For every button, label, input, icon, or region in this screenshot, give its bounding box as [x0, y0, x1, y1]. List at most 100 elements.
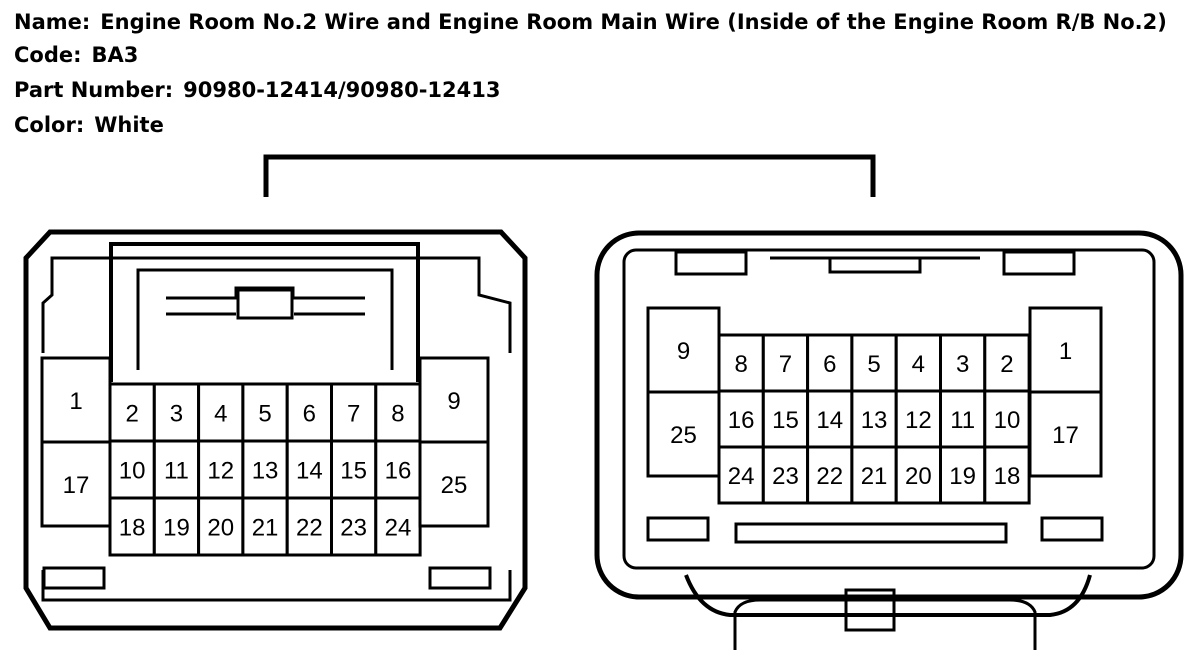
- left-pin-24-box: [374, 496, 422, 557]
- right-pin-6-box: [806, 333, 854, 393]
- left-pin-1-box: [40, 356, 112, 444]
- left-pin-16-box: [374, 439, 422, 500]
- right-top-slot-left: [674, 250, 748, 276]
- right-pin-6-label: 6: [823, 351, 836, 378]
- color-value: White: [94, 113, 164, 137]
- right-pin-22-label: 22: [816, 463, 843, 490]
- right-pin-24-label: 24: [728, 463, 755, 490]
- right-pin-4-label: 4: [912, 351, 925, 378]
- right-lock-knob: [844, 588, 896, 632]
- left-bottom-slot-left: [42, 566, 106, 590]
- right-pin-18-box: [983, 445, 1031, 505]
- right-pin-25-box: [646, 390, 721, 478]
- left-lock-tab: [166, 286, 365, 300]
- right-pin-18-label: 18: [994, 463, 1021, 490]
- right-pin-1-label: 1: [1059, 338, 1072, 365]
- left-pin-1-label: 1: [69, 388, 82, 415]
- right-housing-outline: [594, 230, 1184, 600]
- left-pin-17-box: [40, 440, 112, 528]
- left-inner-lower: [41, 570, 512, 602]
- left-pin-5-label: 5: [258, 401, 271, 428]
- right-pin-12-box: [894, 389, 943, 449]
- code-label: Code:: [14, 43, 82, 67]
- right-bottom-channel: [734, 522, 1008, 544]
- left-pin-25-label: 25: [441, 472, 468, 499]
- left-pin-23-box: [330, 496, 378, 557]
- mating-bracket: [263, 154, 876, 197]
- left-pin-10-label: 10: [119, 458, 146, 485]
- left-pin-4-label: 4: [214, 401, 227, 428]
- part-number-value: 90980-12414/90980-12413: [183, 78, 501, 102]
- code-value: BA3: [91, 43, 139, 67]
- left-pin-5-box: [241, 382, 289, 443]
- right-bottom-slot-left: [646, 516, 710, 542]
- right-pin-19-box: [939, 445, 987, 505]
- left-pin-24-label: 24: [385, 515, 412, 542]
- left-pin-23-label: 23: [340, 515, 367, 542]
- right-pin-8-label: 8: [734, 351, 747, 378]
- right-pin-7-label: 7: [779, 351, 792, 378]
- right-pin-22-box: [806, 445, 854, 505]
- left-lock-window: [236, 288, 294, 320]
- left-pin-11-box: [152, 439, 201, 500]
- left-pin-18-label: 18: [119, 515, 146, 542]
- color-label: Color:: [14, 113, 85, 137]
- part-number-label: Part Number:: [14, 78, 174, 102]
- left-housing-outline: [23, 229, 528, 631]
- part-number-line: Part Number: 90980-12414/90980-12413: [14, 78, 500, 102]
- left-pin-9-box: [418, 356, 490, 444]
- connector-name-line: Name: Engine Room No.2 Wire and Engine Ro…: [14, 10, 1167, 34]
- right-pin-13-label: 13: [861, 407, 888, 434]
- left-pin-22-label: 22: [296, 515, 323, 542]
- right-pin-17-box: [1028, 390, 1103, 478]
- left-pin-22-box: [285, 496, 334, 557]
- left-pin-14-label: 14: [296, 458, 323, 485]
- left-bottom-slot-right: [428, 566, 492, 590]
- left-pin-2-label: 2: [125, 401, 138, 428]
- left-pin-10-box: [108, 439, 156, 500]
- left-pin-14-box: [285, 439, 334, 500]
- left-pin-21-label: 21: [252, 515, 279, 542]
- right-bottom-latch-inner: [733, 598, 1037, 650]
- left-inner-outline: [41, 256, 512, 353]
- left-pin-9-label: 9: [447, 388, 460, 415]
- right-pin-9-box: [646, 306, 721, 394]
- right-pin-2-label: 2: [1000, 351, 1013, 378]
- right-pin-3-label: 3: [956, 351, 969, 378]
- right-pin-19-label: 19: [949, 463, 976, 490]
- right-pin-10-label: 10: [994, 407, 1021, 434]
- right-pin-10-box: [983, 389, 1031, 449]
- left-pin-25-box: [418, 440, 490, 528]
- right-top-slot-right: [1002, 250, 1076, 276]
- left-pin-4-box: [197, 382, 245, 443]
- right-inner-outline: [622, 248, 1156, 570]
- left-pin-12-label: 12: [207, 458, 234, 485]
- right-pin-23-label: 23: [772, 463, 799, 490]
- left-latch-inner: [136, 268, 394, 370]
- left-pin-11-label: 11: [164, 458, 189, 485]
- right-pin-25-label: 25: [670, 422, 697, 449]
- right-pin-5-label: 5: [867, 351, 880, 378]
- left-pin-21-box: [241, 496, 289, 557]
- left-pin-8-label: 8: [391, 401, 404, 428]
- right-top-tab: [770, 256, 980, 274]
- right-pin-1-box: [1028, 306, 1103, 394]
- left-pin-3-label: 3: [170, 401, 183, 428]
- right-pin-11-label: 11: [950, 407, 975, 434]
- left-pin-17-label: 17: [63, 472, 90, 499]
- left-latch-outer: [109, 242, 420, 382]
- right-pin-21-label: 21: [861, 463, 888, 490]
- left-pin-20-label: 20: [207, 515, 234, 542]
- right-pin-14-label: 14: [816, 407, 843, 434]
- right-bottom-latch: [684, 574, 1092, 617]
- name-label: Name:: [14, 10, 91, 34]
- right-pin-15-label: 15: [772, 407, 799, 434]
- right-pin-2-box: [983, 333, 1031, 393]
- right-pin-16-label: 16: [728, 407, 755, 434]
- name-value: Engine Room No.2 Wire and Engine Room Ma…: [100, 10, 1167, 34]
- right-bottom-slot-right: [1040, 516, 1104, 542]
- right-pin-17-label: 17: [1052, 422, 1079, 449]
